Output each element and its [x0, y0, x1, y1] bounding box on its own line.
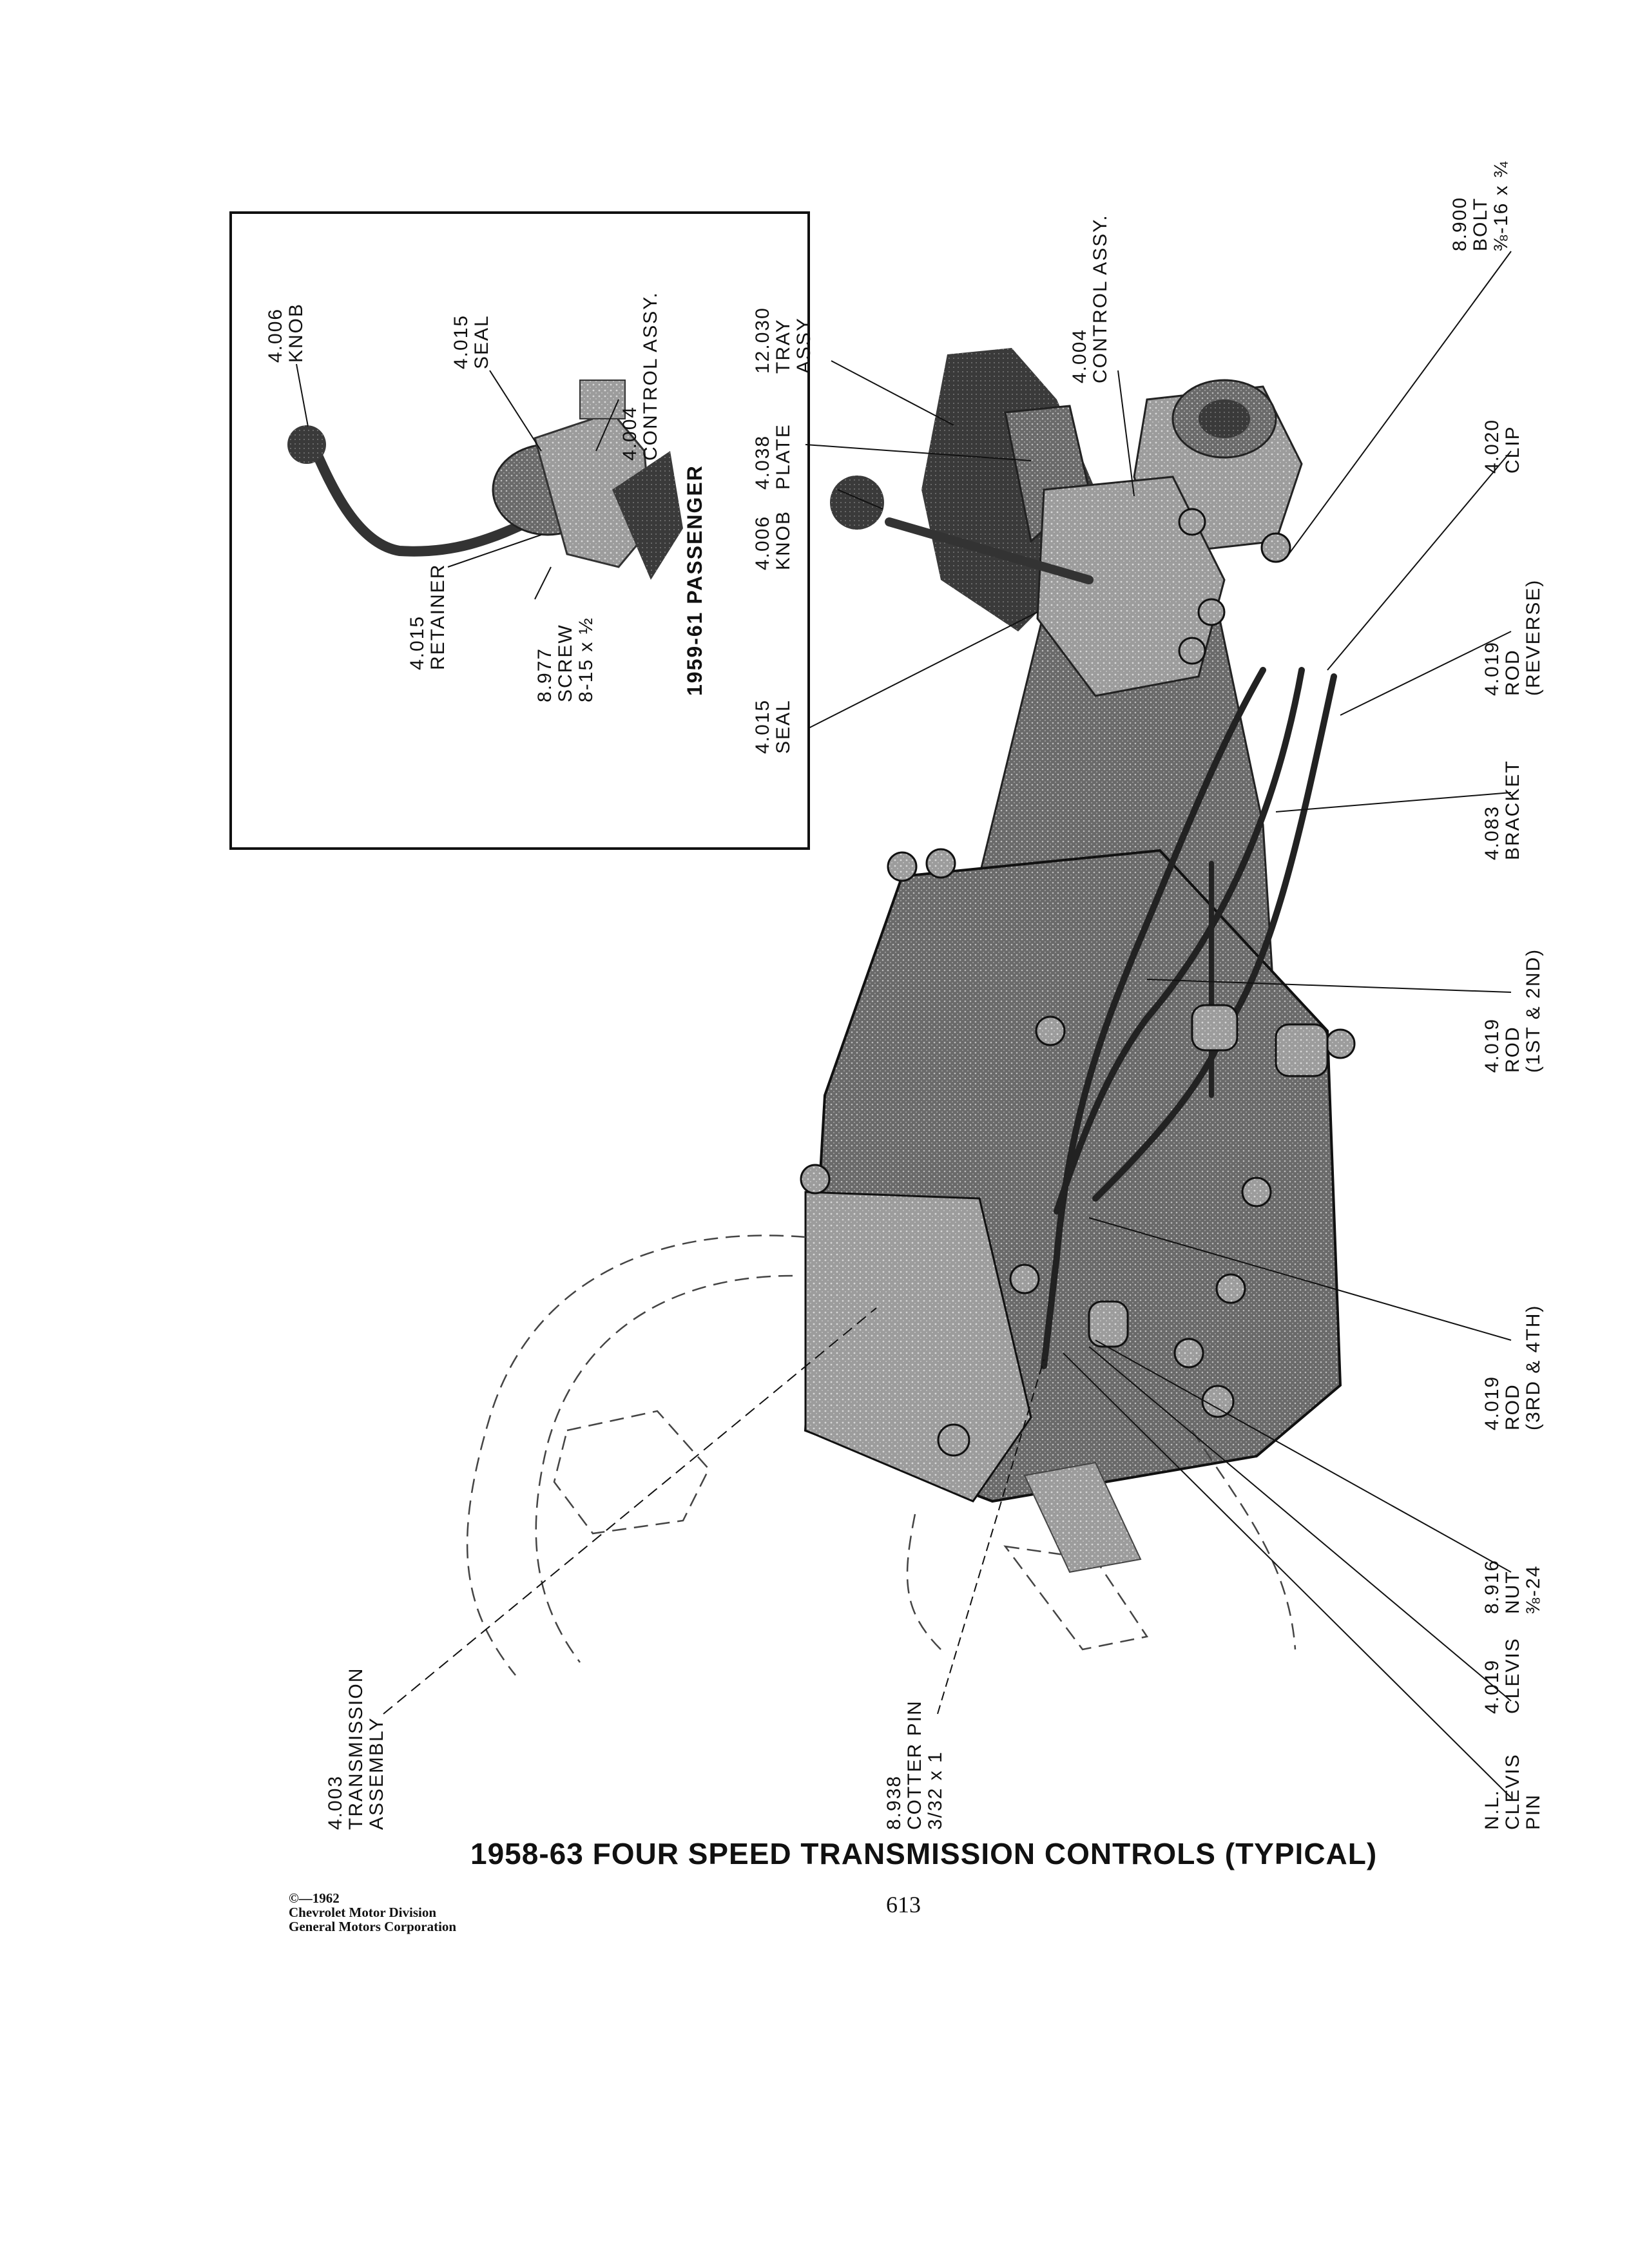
inset-shift-lever — [287, 380, 683, 580]
inset-leaders — [296, 363, 619, 600]
page-number: 613 — [886, 1892, 921, 1917]
main-knob-icon — [830, 476, 884, 530]
bolt-heads — [800, 508, 1356, 1457]
floor-pedal-plate — [1023, 1461, 1142, 1573]
inset-frame — [229, 211, 810, 850]
rod-levers — [1088, 1004, 1329, 1348]
inset-knob-icon — [287, 425, 326, 464]
main-shift-lever — [830, 476, 1094, 584]
copyright-notice: ©—1962 Chevrolet Motor Division General … — [289, 1890, 457, 1934]
vehicle-floor-outline — [466, 1235, 1296, 1676]
page-title: 1958-63 FOUR SPEED TRANSMISSION CONTROLS… — [470, 1837, 1378, 1870]
main-leaders — [383, 251, 1512, 1798]
transmission-body — [804, 379, 1342, 1503]
inset-caption: 1959-61 PASSENGER — [683, 465, 706, 696]
